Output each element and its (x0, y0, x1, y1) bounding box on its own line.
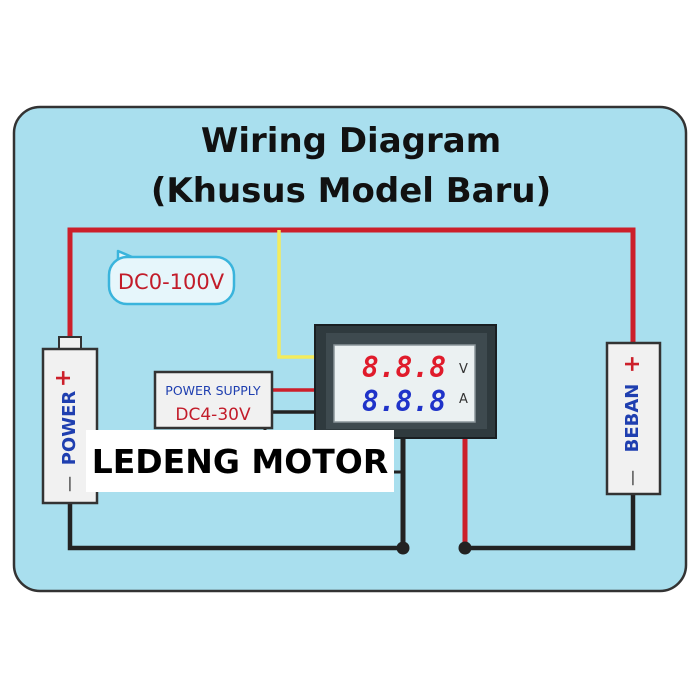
voltage-display: 8.8.8 (362, 351, 446, 384)
power-terminal: + POWER — (41, 336, 99, 505)
power-minus-sign: — (60, 476, 79, 492)
voltage-range-badge: DC0-100V (107, 249, 236, 306)
power-supply-label: POWER SUPPLY (165, 383, 261, 398)
junction-dot-load (458, 541, 472, 555)
power-terminal-label: POWER (59, 391, 80, 466)
junction-dot-ground (396, 541, 410, 555)
voltage-range-label: DC0-100V (118, 270, 225, 294)
current-display: 8.8.8 (362, 385, 446, 418)
power-supply-range: DC4-30V (175, 405, 251, 425)
diagram-title: Wiring Diagram (201, 121, 501, 161)
power-supply-box: POWER SUPPLY DC4-30V (153, 370, 274, 430)
black-wire-right (465, 494, 636, 551)
power-plus-sign: + (51, 369, 76, 387)
load-terminal-label: BEBAN (622, 384, 643, 453)
yellow-wire (277, 230, 318, 359)
load-plus-sign: + (620, 355, 645, 373)
black-wire-left (67, 503, 403, 551)
load-minus-sign: — (623, 470, 642, 486)
voltage-unit: V (459, 362, 468, 377)
diagram-subtitle: (Khusus Model Baru) (151, 171, 551, 211)
red-wire-top (67, 227, 636, 343)
watermark-label: LEDENG MOTOR (86, 430, 394, 492)
load-terminal: + BEBAN — (605, 341, 662, 496)
volt-amp-meter: 8.8.8 V 8.8.8 A (314, 324, 497, 439)
current-unit: A (459, 392, 468, 407)
